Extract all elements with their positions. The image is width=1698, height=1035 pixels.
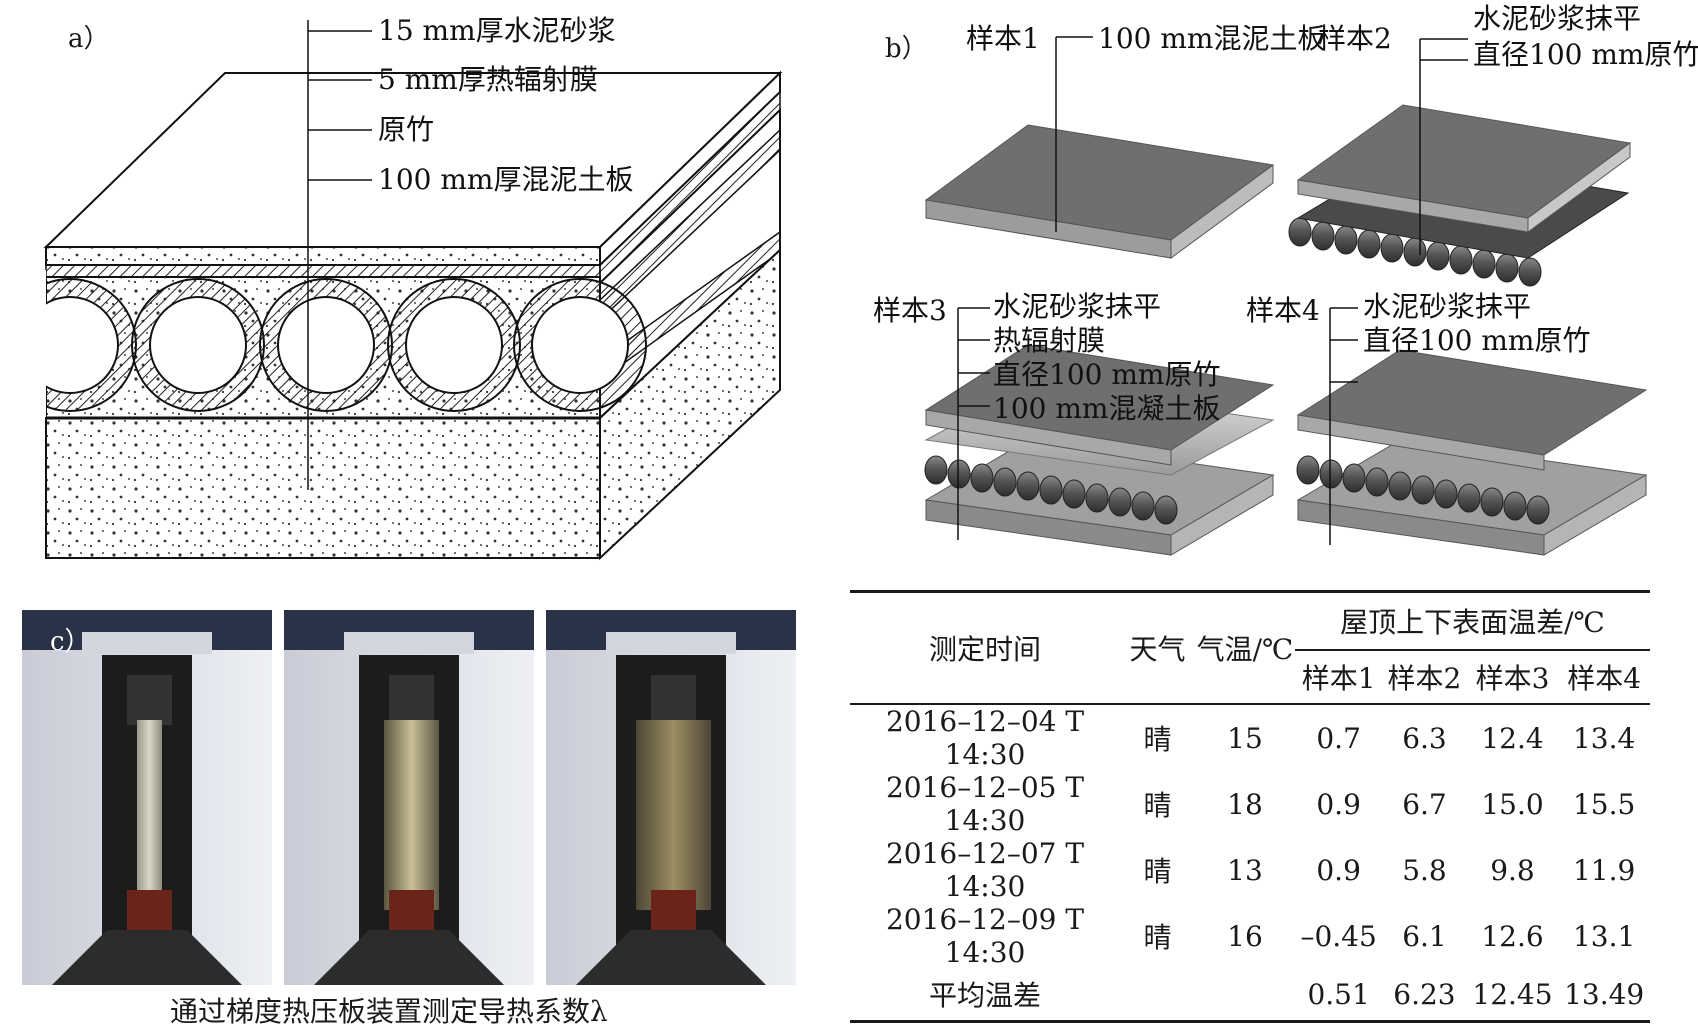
cell-value: 5.8 bbox=[1402, 853, 1447, 887]
cell-weather: 晴 bbox=[1143, 723, 1172, 756]
sample4-slab bbox=[1296, 349, 1648, 471]
sample3-layer-2: 热辐射膜 bbox=[993, 324, 1105, 357]
sample4-layer-1: 水泥砂浆抹平 bbox=[1363, 290, 1531, 323]
cell-value: 9.8 bbox=[1490, 853, 1535, 887]
cell-value: 0.9 bbox=[1316, 853, 1361, 887]
table-row: 2016–12–09 T 14:30 晴 16 –0.45 6.1 12.6 1… bbox=[850, 903, 1650, 969]
th-sample-1: 样本1 bbox=[1301, 662, 1376, 695]
th-time: 测定时间 bbox=[928, 633, 1041, 666]
panel-c-photos: c） bbox=[22, 610, 812, 994]
cell-value: 0.51 bbox=[1307, 977, 1370, 1011]
layer-label-a-4: 100 mm厚混泥土板 bbox=[378, 163, 633, 196]
cell-value: 11.9 bbox=[1572, 853, 1636, 887]
bamboo-tubes bbox=[3, 278, 647, 412]
cell-value: 6.7 bbox=[1402, 787, 1447, 821]
cell-temp: 15 bbox=[1227, 721, 1263, 755]
panel-b-diagram: 样本1 100 mm混泥土板 样本2 水泥砂浆抹平 直径100 mm原竹 bbox=[873, 2, 1698, 556]
panel-b-label: b） bbox=[885, 34, 928, 64]
photo-3 bbox=[546, 610, 796, 985]
th-group: 屋顶上下表面温差/℃ bbox=[1295, 591, 1650, 651]
th-weather: 天气 bbox=[1129, 633, 1186, 666]
cell-value: 12.4 bbox=[1481, 721, 1544, 755]
sample3-bamboo bbox=[924, 455, 1178, 525]
cell-value: 6.1 bbox=[1402, 919, 1447, 953]
layer-label-a-2: 5 mm厚热辐射膜 bbox=[378, 63, 598, 96]
cell-value: –0.45 bbox=[1300, 919, 1377, 953]
sample1-slab bbox=[924, 124, 1275, 259]
cell-value: 6.23 bbox=[1393, 977, 1456, 1011]
sample4-layer-2: 直径100 mm原竹 bbox=[1363, 324, 1590, 357]
cell-temp: 18 bbox=[1227, 787, 1263, 821]
photo-1 bbox=[22, 610, 272, 985]
cell-time: 2016–12–04 T 14:30 bbox=[885, 705, 1085, 771]
temperature-table: 测定时间 天气 气温/℃ 屋顶上下表面温差/℃ 样本1 样本2 样本3 样本4 … bbox=[850, 590, 1650, 1023]
th-sample-4: 样本4 bbox=[1567, 662, 1642, 695]
panel-a-diagram: 15 mm厚水泥砂浆 5 mm厚热辐射膜 原竹 100 mm厚混泥土板 bbox=[0, 14, 783, 561]
cell-value: 12.45 bbox=[1472, 977, 1553, 1011]
sample3-layer-4: 100 mm混凝土板 bbox=[993, 392, 1220, 425]
cell-value: 0.9 bbox=[1316, 787, 1361, 821]
sample4-name: 样本4 bbox=[1246, 294, 1320, 327]
sample2-slab bbox=[1296, 104, 1632, 233]
cell-value: 12.6 bbox=[1481, 919, 1544, 953]
sample3-name: 样本3 bbox=[873, 294, 947, 327]
sample1-layer-1: 100 mm混泥土板 bbox=[1098, 22, 1325, 55]
cell-avg-label: 平均温差 bbox=[928, 979, 1041, 1013]
sample2-layer-1: 水泥砂浆抹平 bbox=[1473, 2, 1641, 35]
cell-time: 2016–12–09 T 14:30 bbox=[885, 903, 1085, 969]
sample2-layer-2: 直径100 mm原竹 bbox=[1473, 38, 1698, 71]
panel-a-label: a） bbox=[68, 24, 110, 54]
sample1-name: 样本1 bbox=[966, 22, 1040, 55]
photo-2 bbox=[284, 610, 534, 985]
cell-temp: 16 bbox=[1227, 919, 1263, 953]
cell-weather: 晴 bbox=[1143, 855, 1172, 888]
cell-temp: 13 bbox=[1227, 853, 1263, 887]
layer-label-a-3: 原竹 bbox=[378, 113, 434, 146]
cell-value: 13.1 bbox=[1572, 919, 1636, 953]
cell-time: 2016–12–07 T 14:30 bbox=[885, 837, 1085, 903]
cell-weather: 晴 bbox=[1143, 789, 1172, 822]
cell-value: 0.7 bbox=[1316, 721, 1361, 755]
cell-value: 6.3 bbox=[1402, 721, 1447, 755]
panel-c-label: c） bbox=[50, 627, 91, 657]
th-sample-3: 样本3 bbox=[1475, 662, 1550, 695]
table-row: 2016–12–07 T 14:30 晴 13 0.9 5.8 9.8 11.9 bbox=[850, 837, 1650, 903]
sample2-name: 样本2 bbox=[1318, 22, 1392, 55]
panel-c-caption: 通过梯度热压板装置测定导热系数λ bbox=[170, 995, 608, 1028]
cell-value: 15.5 bbox=[1572, 787, 1636, 821]
cell-value: 13.4 bbox=[1572, 721, 1636, 755]
cell-time: 2016–12–05 T 14:30 bbox=[885, 771, 1085, 837]
sample4-bamboo bbox=[1296, 455, 1550, 525]
th-sample-2: 样本2 bbox=[1387, 662, 1462, 695]
cell-weather: 晴 bbox=[1143, 921, 1172, 954]
front-concrete bbox=[45, 417, 601, 559]
table-row-average: 平均温差 0.51 6.23 12.45 13.49 bbox=[850, 969, 1650, 1021]
table-row: 2016–12–05 T 14:30 晴 18 0.9 6.7 15.0 15.… bbox=[850, 771, 1650, 837]
cell-value: 13.49 bbox=[1564, 977, 1645, 1011]
sample3-layer-3: 直径100 mm原竹 bbox=[993, 358, 1220, 391]
front-mortar bbox=[45, 246, 601, 266]
sample3-slab bbox=[924, 344, 1275, 466]
sample3-layer-1: 水泥砂浆抹平 bbox=[993, 290, 1161, 323]
cell-value: 15.0 bbox=[1481, 787, 1544, 821]
table-row: 2016–12–04 T 14:30 晴 15 0.7 6.3 12.4 13.… bbox=[850, 704, 1650, 771]
th-temp: 气温/℃ bbox=[1196, 633, 1294, 666]
front-film bbox=[45, 264, 601, 278]
layer-label-a-1: 15 mm厚水泥砂浆 bbox=[378, 14, 616, 47]
